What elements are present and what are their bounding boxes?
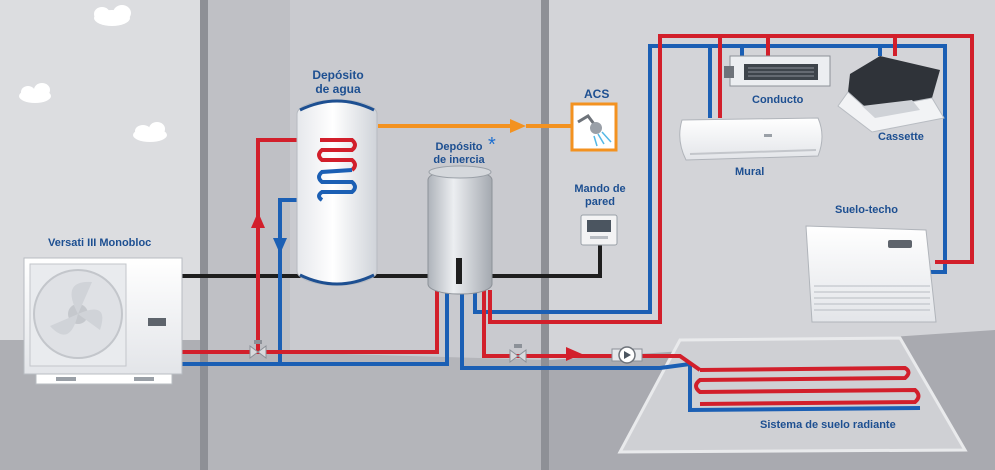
valve-icon [509, 344, 527, 363]
wall-right [541, 0, 549, 470]
label-wall-controller: Mando de pared [574, 183, 626, 208]
arrow-right-icon [510, 119, 526, 133]
cloud-icon [94, 5, 131, 26]
cloud-icon [133, 122, 167, 142]
wall-unit [679, 117, 823, 161]
arrow-right-icon [566, 347, 582, 361]
label-heat-pump: Versati III Monobloc [48, 237, 152, 249]
cloud-icon [19, 83, 51, 103]
supply-pipe-floor [482, 290, 702, 372]
shower-icon [570, 102, 618, 152]
supply-pipe-indoor [488, 34, 974, 324]
floor-ceiling-unit [805, 225, 937, 323]
heat-pump-unit [23, 257, 183, 385]
label-duct: Conducto [752, 94, 804, 106]
water-tank [296, 99, 378, 286]
return-pipe-main [182, 290, 449, 366]
valve-icon [249, 340, 267, 359]
duct-unit [724, 55, 831, 87]
label-floor-ceiling: Suelo-techo [835, 204, 898, 216]
buffer-tank [427, 165, 493, 295]
label-wall-unit: Mural [735, 166, 765, 178]
return-pipe-indoor [473, 44, 947, 314]
label-cassette: Cassette [878, 131, 924, 143]
return-pipe-floor [460, 290, 691, 370]
arrow-down-icon [273, 238, 287, 254]
label-water-tank: Depósito de agua [312, 68, 364, 96]
interior-floor [204, 350, 549, 470]
label-acs: ACS [584, 87, 610, 101]
wall-controller-icon [580, 214, 618, 246]
pump-icon [611, 346, 643, 364]
wall-left [200, 0, 208, 470]
arrow-up-icon [251, 212, 265, 228]
return-pipe-tank [278, 198, 300, 364]
label-buffer-tank: Depósito de inercia [433, 141, 485, 166]
underfloor-coil-return [688, 364, 921, 413]
buffer-asterisk: * [488, 134, 496, 156]
supply-pipe-main [182, 290, 439, 354]
cassette-unit [837, 56, 945, 133]
label-underfloor: Sistema de suelo radiante [760, 419, 896, 431]
underfloor-coil-supply [694, 365, 921, 406]
